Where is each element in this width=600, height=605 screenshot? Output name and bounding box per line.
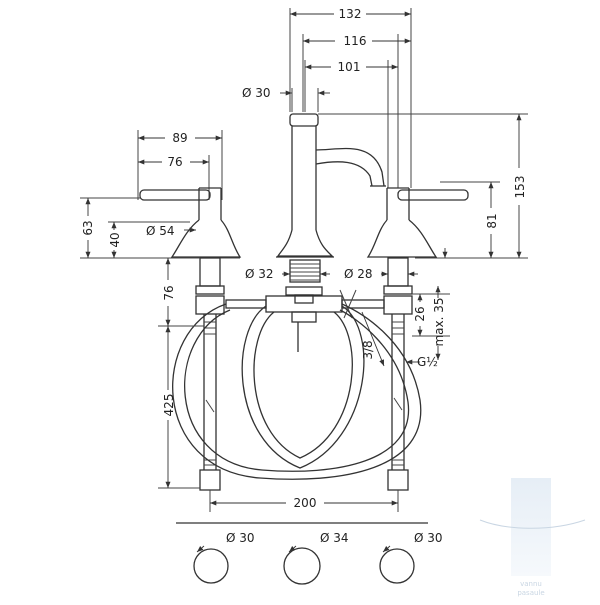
watermark-logo: vannu pasaule: [479, 478, 586, 597]
dim-153: 153: [513, 176, 527, 199]
hole-mid-dia: Ø 34: [320, 531, 349, 545]
hole-left-dia: Ø 30: [226, 531, 255, 545]
dim-76: 76: [167, 155, 182, 169]
dim-63: 63: [81, 220, 95, 235]
dim-max-35: max. 35: [432, 297, 446, 346]
top-dimensions: 132 116 101 Ø 30: [242, 7, 412, 188]
dim-spout-base-dia: Ø 32: [245, 267, 274, 281]
dim-40: 40: [108, 232, 122, 247]
dim-101: 101: [338, 60, 361, 74]
dim-26: 26: [413, 306, 427, 321]
mounting-holes: Ø 30 Ø 34 Ø 30: [176, 522, 443, 585]
left-handle: [139, 187, 242, 295]
dim-425: 425: [162, 394, 176, 417]
lower-dimensions: 76 425 26 max. 35 3/8 G½ 200: [158, 257, 450, 512]
dim-spout-dia: Ø 30: [242, 86, 271, 100]
dim-132: 132: [339, 7, 362, 21]
handle-dimensions: 89 76 63 40 Ø 54: [80, 130, 240, 259]
right-handle: [366, 187, 469, 295]
dim-81: 81: [485, 213, 499, 228]
hoses: [172, 303, 422, 491]
dim-thread-3-8: 3/8: [361, 340, 375, 359]
height-dimensions: 153 81: [318, 113, 528, 259]
dim-handle-dia: Ø 54: [146, 224, 175, 238]
dim-116: 116: [344, 34, 367, 48]
hole-left: [193, 548, 229, 584]
dim-76-lower: 76: [162, 285, 176, 300]
watermark-line-1: vannu: [520, 580, 542, 588]
dim-89: 89: [172, 131, 187, 145]
hole-right: [379, 548, 415, 584]
dim-200: 200: [294, 496, 317, 510]
valve-bodies: [195, 289, 413, 352]
shank-dimensions: Ø 32 Ø 28: [245, 267, 418, 281]
hole-right-dia: Ø 30: [414, 531, 443, 545]
spout: [276, 113, 386, 304]
dim-thread-g12: G½: [417, 355, 438, 369]
dim-spout-base-dia-2: Ø 28: [344, 267, 373, 281]
hole-mid: [283, 547, 321, 585]
watermark-line-2: pasaule: [517, 589, 544, 597]
